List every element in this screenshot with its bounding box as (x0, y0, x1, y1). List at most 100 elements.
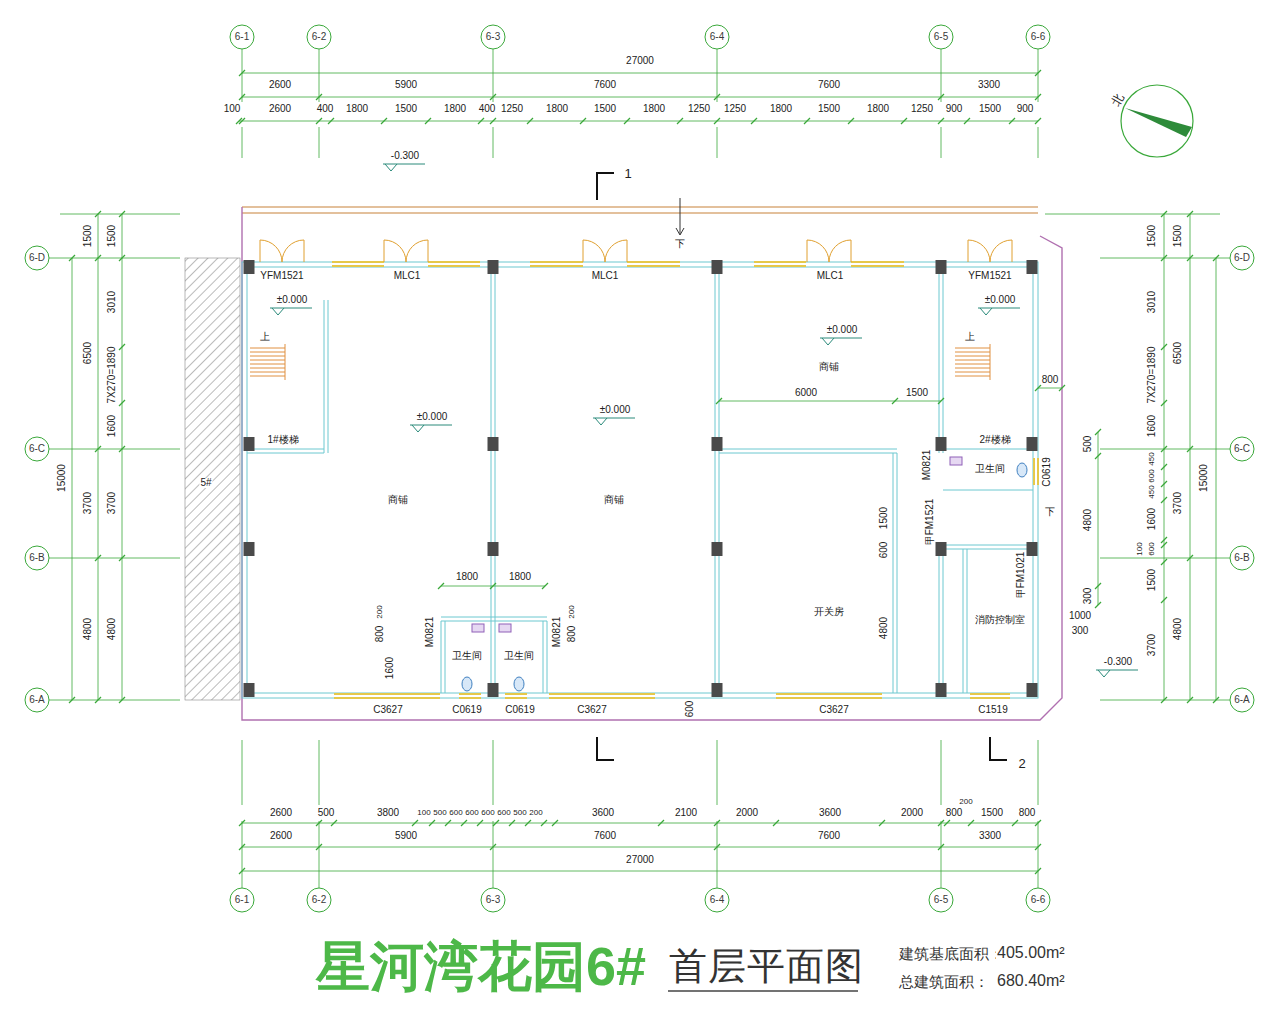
dimension-text: 405.00m² (996, 945, 1066, 961)
section-mark (990, 737, 1007, 760)
room-name: 卫生间 (452, 651, 482, 661)
column (712, 683, 723, 697)
dimension-tick (1161, 559, 1167, 565)
dimension-tick (552, 820, 558, 826)
column (1027, 542, 1038, 556)
dimension-tick (490, 118, 496, 124)
title-underline (668, 990, 858, 992)
dimension-line (1190, 214, 1191, 700)
stair-arrow (676, 198, 684, 235)
dimension-tick (658, 820, 664, 826)
dimension-text: 1500 (980, 808, 1004, 818)
elevation-text: -0.300 (1103, 657, 1133, 667)
dimension-text: 5900 (394, 831, 418, 841)
column (712, 260, 723, 274)
axis-label: 6-5 (933, 32, 949, 42)
dimension-text: 15000 (57, 463, 67, 493)
dimension-tick (773, 820, 779, 826)
dimension-text: 600 (448, 809, 463, 817)
stair-step (955, 372, 990, 373)
dimension-tick (119, 400, 125, 406)
dimension-tick (1095, 453, 1101, 459)
dimension-tick (1012, 820, 1018, 826)
dimension-text: 3600 (591, 808, 615, 818)
room-name: 商铺 (819, 362, 839, 372)
column (244, 683, 255, 697)
dimension-tick (438, 583, 444, 589)
dimension-tick (1059, 385, 1065, 391)
elevation-marker (1096, 670, 1138, 677)
axis-bubble (1026, 888, 1050, 912)
dimension-tick (1009, 118, 1015, 124)
axis-label: 6-D (28, 253, 46, 263)
dimension-text: 600 (480, 809, 495, 817)
plan-annotation: C1519 (977, 705, 1008, 715)
dimension-line (719, 401, 941, 402)
axis-bubble (25, 246, 49, 270)
dimension-line (72, 258, 73, 700)
plan-annotation: 5# (199, 478, 212, 488)
extension-line (242, 127, 243, 158)
elevation-marker (978, 308, 1020, 315)
dimension-text: 1500 (1147, 568, 1157, 592)
dimension-text: 1800 (508, 572, 532, 582)
plan-annotation: 2 (1017, 757, 1026, 770)
room-name: 商铺 (604, 495, 624, 505)
dimension-tick (461, 820, 467, 826)
dimension-tick (1095, 429, 1101, 435)
dimension-text: 4800 (1173, 617, 1183, 641)
dimension-tick (964, 118, 970, 124)
dimension-text: 2600 (268, 80, 292, 90)
elevation-text: ±0.000 (984, 295, 1017, 305)
dimension-tick (848, 118, 854, 124)
plan-annotation: MLC1 (591, 271, 620, 281)
dimension-text: 500 (512, 809, 527, 817)
dimension-tick (490, 583, 496, 589)
dimension-tick (716, 398, 722, 404)
dimension-text: 7X270=1890 (1147, 345, 1157, 404)
north-arrow (1125, 108, 1192, 137)
dimension-line (242, 847, 1038, 848)
plan-annotation: 甲FM1521 (925, 498, 935, 547)
column (1027, 683, 1038, 697)
door-swing (968, 240, 1012, 262)
wash-basin (950, 457, 962, 465)
dimension-tick (239, 118, 245, 124)
dimension-text: 200 (958, 798, 973, 806)
axis-label: 6-3 (485, 32, 501, 42)
axis-label: 6-C (1233, 444, 1251, 454)
extension-line (60, 214, 180, 215)
stair-step (955, 360, 990, 361)
dimension-text: 1500 (879, 506, 889, 530)
column (244, 437, 255, 451)
dimension-tick (1095, 583, 1101, 589)
stair-step (250, 356, 285, 357)
dimension-tick (478, 118, 484, 124)
outer-edge (242, 207, 1062, 720)
dimension-text: 4800 (879, 616, 889, 640)
axis-label: 6-3 (485, 895, 501, 905)
dimension-tick (677, 118, 683, 124)
dimension-tick (1161, 597, 1167, 603)
room-name: 卫生间 (504, 651, 534, 661)
balcony-edge (242, 212, 1038, 213)
dimension-tick (542, 583, 548, 589)
column (488, 542, 499, 556)
dimension-line (242, 871, 1038, 872)
dimension-text: 680.40m² (996, 973, 1066, 989)
plan-annotation: MLC1 (816, 271, 845, 281)
elevation-text: ±0.000 (826, 325, 859, 335)
extension-line (941, 49, 942, 102)
dimension-text: 500 (432, 809, 447, 817)
dimension-tick (509, 820, 515, 826)
dimension-text: 7600 (593, 80, 617, 90)
dimension-text: 1500 (593, 104, 617, 114)
sanitary-fixture (462, 457, 1027, 691)
dimension-text: 1250 (723, 104, 747, 114)
stair-step (955, 348, 990, 349)
axis-label: 6-1 (234, 32, 250, 42)
wall (247, 267, 1033, 693)
dimension-text: 27000 (625, 56, 655, 66)
extension-line (717, 821, 718, 888)
section-mark (597, 173, 614, 200)
